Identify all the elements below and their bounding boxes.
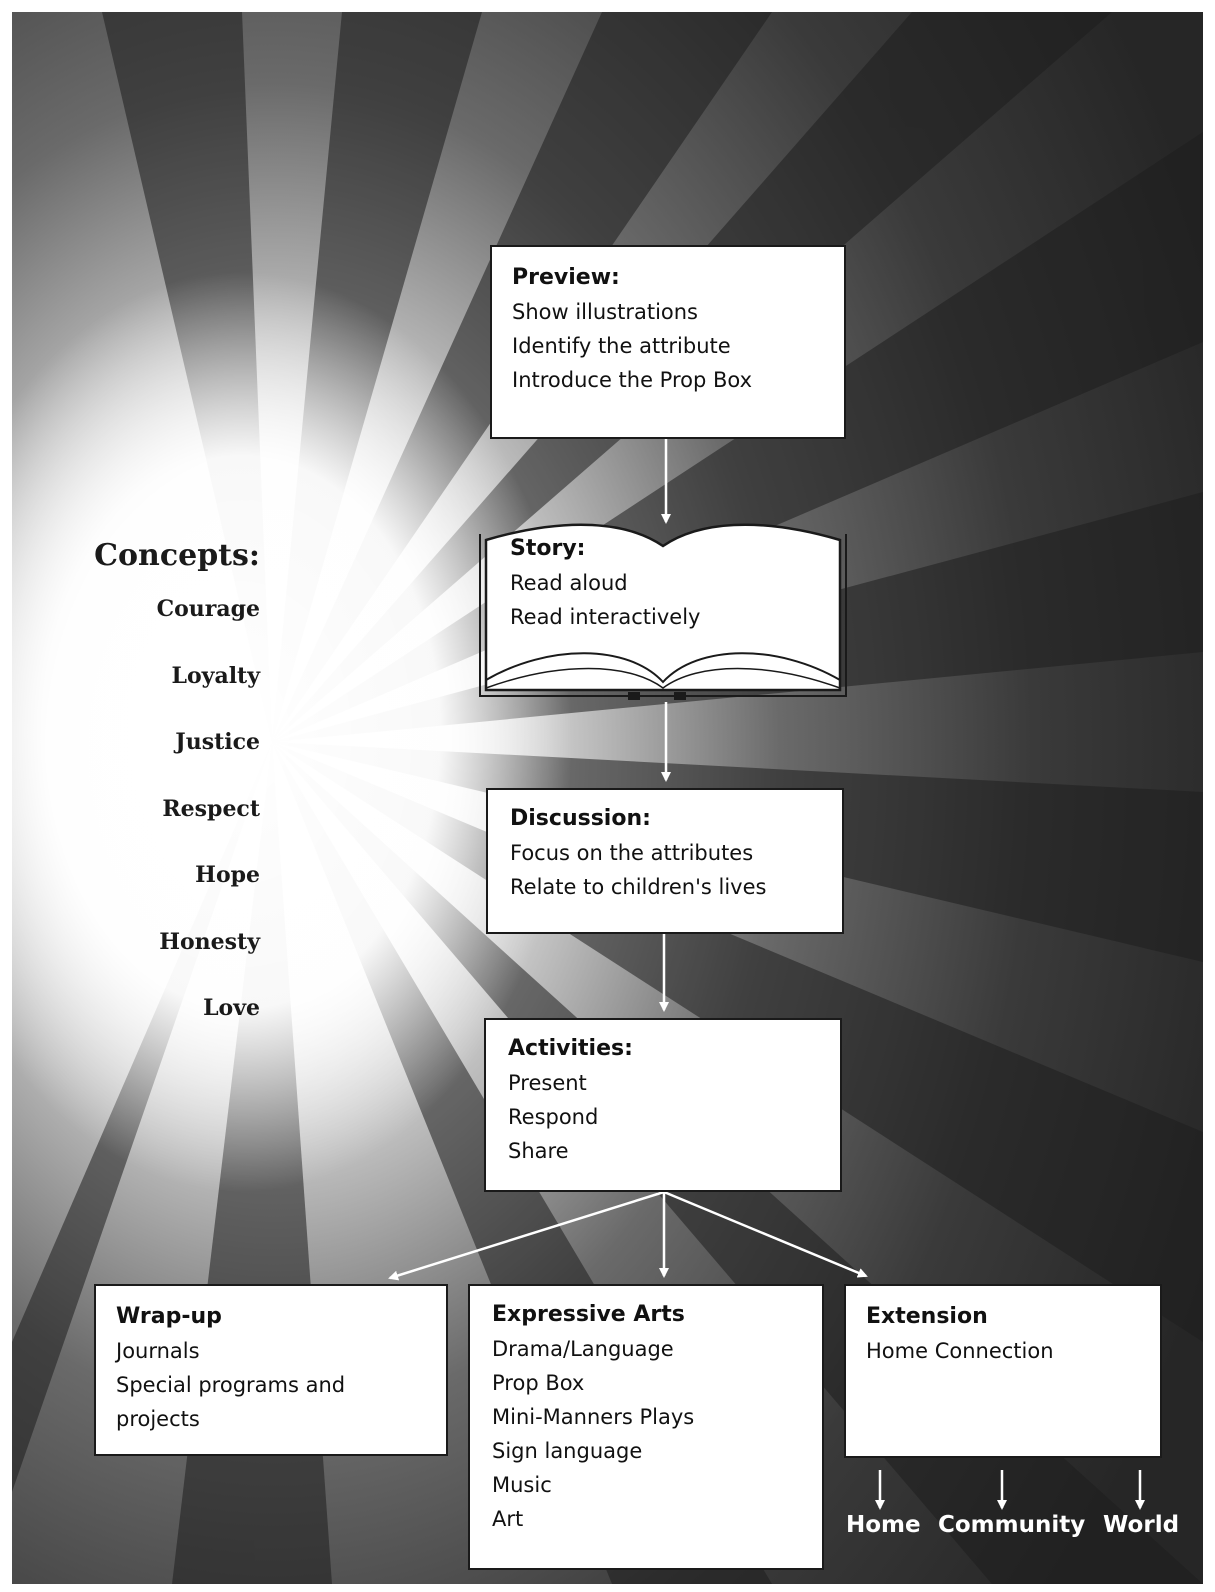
preview-box: Preview: Show illustrations Identify the… xyxy=(490,245,846,439)
wrapup-item: Special programs and projects xyxy=(116,1373,346,1431)
story-item: Read aloud xyxy=(510,571,628,595)
concepts-list: Concepts: Courage Loyalty Justice Respec… xyxy=(60,538,260,1063)
concept-item: Courage xyxy=(156,596,260,622)
activities-item: Share xyxy=(508,1139,569,1163)
expressive-item: Art xyxy=(492,1507,524,1531)
discussion-box: Discussion: Focus on the attributes Rela… xyxy=(486,788,844,934)
expressive-item: Sign language xyxy=(492,1439,643,1463)
concept-item: Hope xyxy=(195,862,260,888)
destination-world: World xyxy=(1103,1512,1180,1538)
wrapup-item: Journals xyxy=(116,1339,200,1363)
concept-item: Honesty xyxy=(159,928,260,955)
expressive-item: Drama/Language xyxy=(492,1337,674,1361)
activities-item: Present xyxy=(508,1071,587,1095)
expressive-item: Mini-Manners Plays xyxy=(492,1405,695,1429)
expressive-item: Music xyxy=(492,1473,552,1497)
preview-item: Show illustrations xyxy=(512,300,698,324)
expressive-item: Prop Box xyxy=(492,1371,585,1395)
open-book-icon xyxy=(479,523,847,700)
discussion-item: Focus on the attributes xyxy=(510,841,754,865)
destination-home: Home xyxy=(846,1512,921,1538)
extension-heading: Extension xyxy=(866,1304,988,1329)
concept-item: Respect xyxy=(162,795,260,822)
activities-item: Respond xyxy=(508,1105,599,1129)
activities-box: Activities: Present Respond Share xyxy=(484,1018,842,1192)
wrapup-box: Wrap-up Journals Special programs and pr… xyxy=(94,1284,448,1456)
story-heading: Story: xyxy=(510,536,586,561)
activities-heading: Activities: xyxy=(508,1036,633,1061)
story-item: Read interactively xyxy=(510,605,701,629)
concept-item: Justice xyxy=(175,729,260,755)
extension-box: Extension Home Connection xyxy=(844,1284,1162,1458)
preview-item: Introduce the Prop Box xyxy=(512,368,753,392)
wrapup-heading: Wrap-up xyxy=(116,1304,222,1329)
expressive-arts-box: Expressive Arts Drama/Language Prop Box … xyxy=(468,1284,824,1570)
discussion-item: Relate to children's lives xyxy=(510,875,767,899)
extension-item: Home Connection xyxy=(866,1339,1054,1363)
discussion-heading: Discussion: xyxy=(510,806,651,831)
preview-item: Identify the attribute xyxy=(512,334,731,358)
concept-item: Love xyxy=(203,995,260,1021)
destination-community: Community xyxy=(938,1512,1086,1538)
expressive-heading: Expressive Arts xyxy=(492,1302,685,1327)
concept-item: Loyalty xyxy=(171,662,260,689)
story-content: Story: Read aloud Read interactively xyxy=(510,532,700,634)
preview-heading: Preview: xyxy=(512,265,620,290)
concepts-title: Concepts: xyxy=(94,538,260,573)
